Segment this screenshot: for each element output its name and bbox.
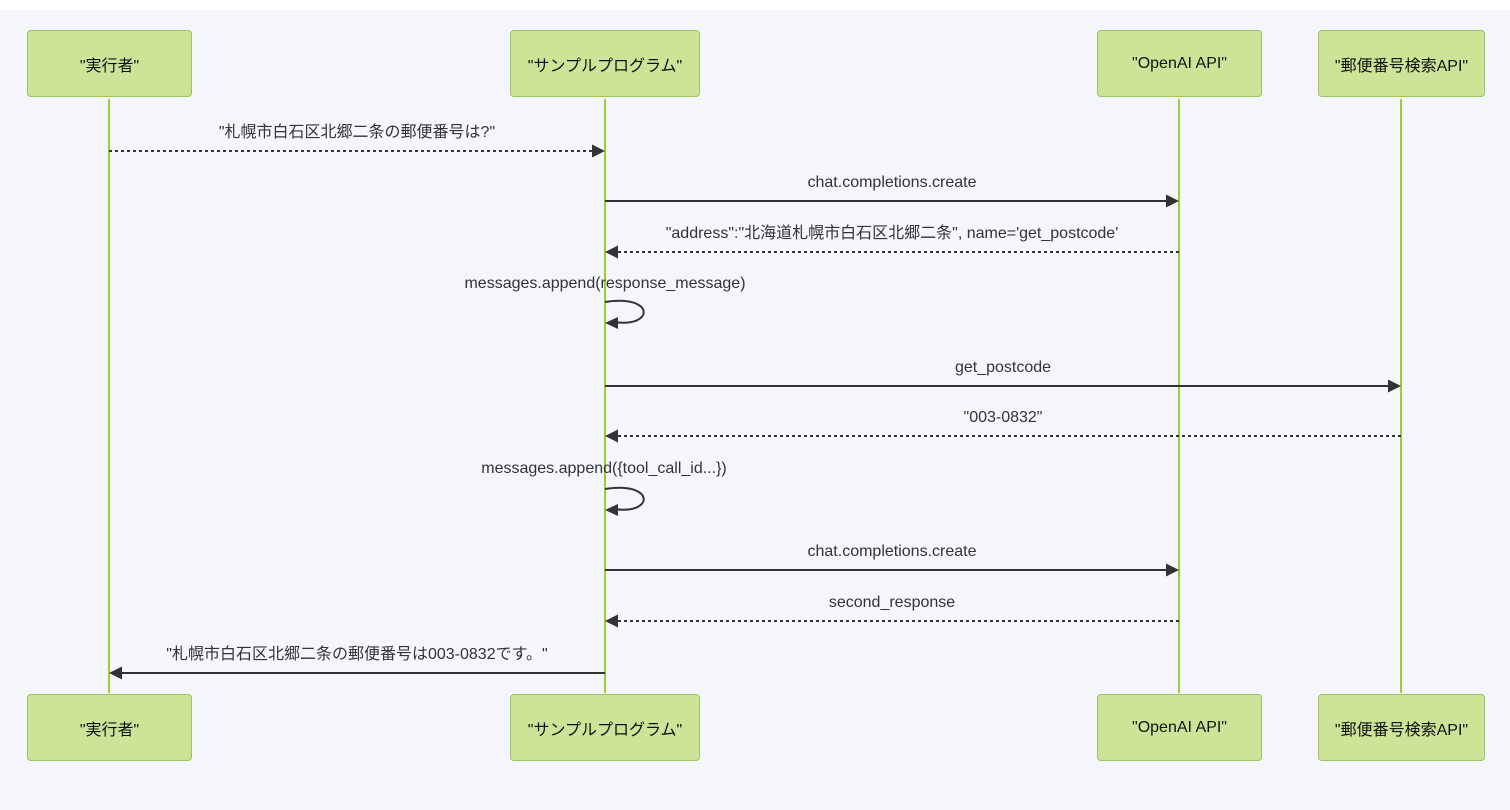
arrowhead-right-icon xyxy=(592,144,605,158)
arrowhead-left-icon xyxy=(109,666,122,680)
message-label-7: messages.append({tool_call_id...}) xyxy=(481,460,727,477)
arrowhead-left-icon xyxy=(605,429,618,443)
message-label-2: chat.completions.create xyxy=(807,174,977,191)
message-label-4: messages.append(response_message) xyxy=(464,275,746,292)
arrowhead-left-icon xyxy=(605,317,618,329)
actor-box-postcode-api-bottom: "郵便番号検索API" xyxy=(1318,694,1485,761)
arrowhead-right-icon xyxy=(1388,379,1401,393)
self-loop-arrow-2 xyxy=(604,486,645,516)
arrowhead-right-icon xyxy=(1166,563,1179,577)
actor-label: "実行者" xyxy=(79,721,140,739)
actor-box-executor-bottom: "実行者" xyxy=(27,694,192,761)
arrowhead-right-icon xyxy=(1166,194,1179,208)
actor-label: "郵便番号検索API" xyxy=(1334,721,1469,739)
actor-box-openai-api-bottom: "OpenAI API" xyxy=(1097,694,1262,761)
actor-box-postcode-api-top: "郵便番号検索API" xyxy=(1318,30,1485,97)
message-label-10: "札幌市白石区北郷二条の郵便番号は003-0832です。" xyxy=(166,646,548,663)
self-loop-arrow-1 xyxy=(604,299,645,329)
actor-label: "実行者" xyxy=(79,57,140,75)
message-arrow-1 xyxy=(109,144,605,158)
actor-label: "OpenAI API" xyxy=(1132,54,1227,72)
message-label-1: "札幌市白石区北郷二条の郵便番号は?" xyxy=(218,124,496,141)
message-arrow-3 xyxy=(605,245,1179,259)
message-arrow-6 xyxy=(605,429,1401,443)
actor-label: "サンプルプログラム" xyxy=(527,57,683,75)
message-arrow-9 xyxy=(605,614,1179,628)
arrowhead-left-icon xyxy=(605,245,618,259)
message-label-8: chat.completions.create xyxy=(807,543,977,560)
arrowhead-left-icon xyxy=(605,504,618,516)
message-arrow-8 xyxy=(605,563,1179,577)
arrowhead-left-icon xyxy=(605,614,618,628)
diagram-background xyxy=(0,10,1510,810)
actor-box-sample-program-bottom: "サンプルプログラム" xyxy=(510,694,700,761)
message-label-9: second_response xyxy=(828,594,956,611)
message-arrow-10 xyxy=(109,666,605,680)
message-arrow-5 xyxy=(605,379,1401,393)
message-label-5: get_postcode xyxy=(954,359,1052,376)
actor-box-sample-program-top: "サンプルプログラム" xyxy=(510,30,700,97)
actor-box-openai-api-top: "OpenAI API" xyxy=(1097,30,1262,97)
actor-box-executor-top: "実行者" xyxy=(27,30,192,97)
actor-label: "OpenAI API" xyxy=(1132,718,1227,736)
message-label-6: "003-0832" xyxy=(963,409,1043,426)
message-label-3: "address":"北海道札幌市白石区北郷二条", name='get_pos… xyxy=(665,225,1119,242)
actor-label: "郵便番号検索API" xyxy=(1334,57,1469,75)
actor-label: "サンプルプログラム" xyxy=(527,721,683,739)
message-arrow-2 xyxy=(605,194,1179,208)
